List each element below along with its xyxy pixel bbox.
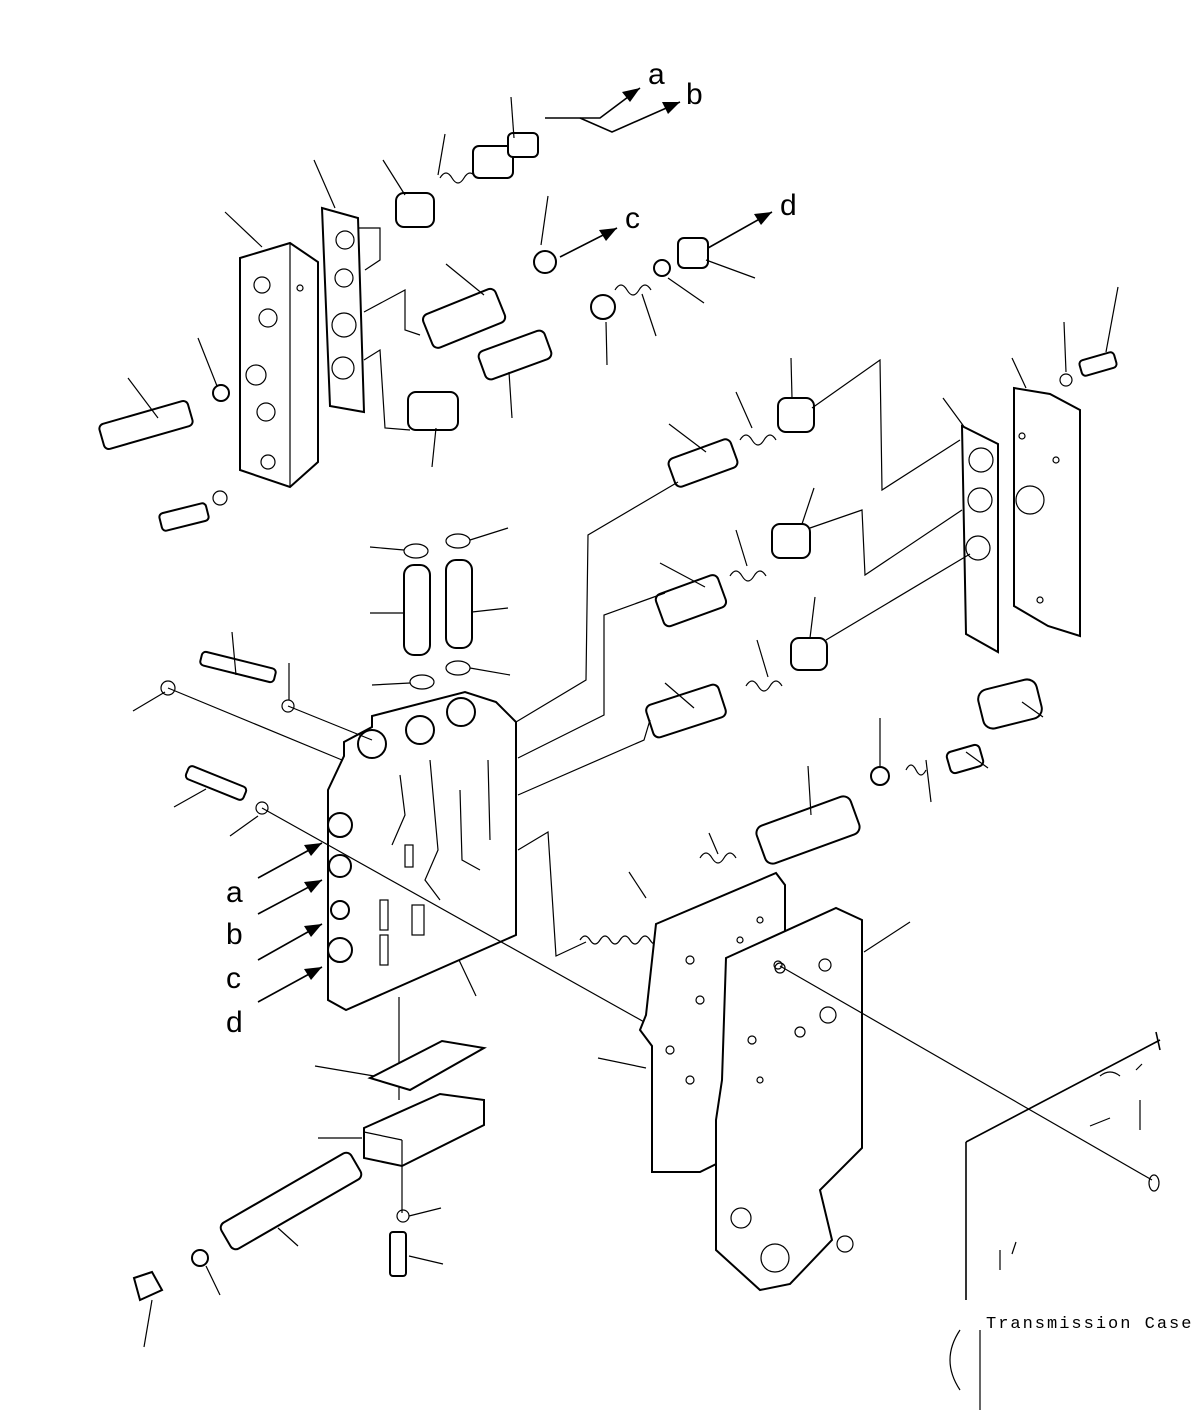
callout-c-top: c <box>625 202 640 235</box>
callout-c-left: c <box>226 962 241 995</box>
sleeve-group <box>132 527 647 1024</box>
mid-spool-group <box>515 357 971 796</box>
upper-cover-group <box>98 96 756 532</box>
callout-b-left: b <box>226 918 243 951</box>
callout-a-top: a <box>648 58 665 91</box>
callout-b-top: b <box>686 78 703 111</box>
lower-plate-group <box>597 871 1160 1292</box>
callout-a-left: a <box>226 876 243 909</box>
transmission-case-label: Transmission Case <box>986 1315 1193 1334</box>
callout-d-top: d <box>780 189 797 222</box>
top-callout-arrows: a b c d <box>545 58 797 258</box>
lower-spool-group <box>517 678 1044 957</box>
transmission-case-outline: Transmission Case <box>949 1031 1193 1410</box>
main-valve-body <box>327 690 517 1012</box>
bottom-subvalve-group <box>132 997 487 1348</box>
left-callout-arrows: a b c d <box>226 842 323 1039</box>
callout-d-left: d <box>226 1006 243 1039</box>
right-cover-group <box>942 286 1119 654</box>
